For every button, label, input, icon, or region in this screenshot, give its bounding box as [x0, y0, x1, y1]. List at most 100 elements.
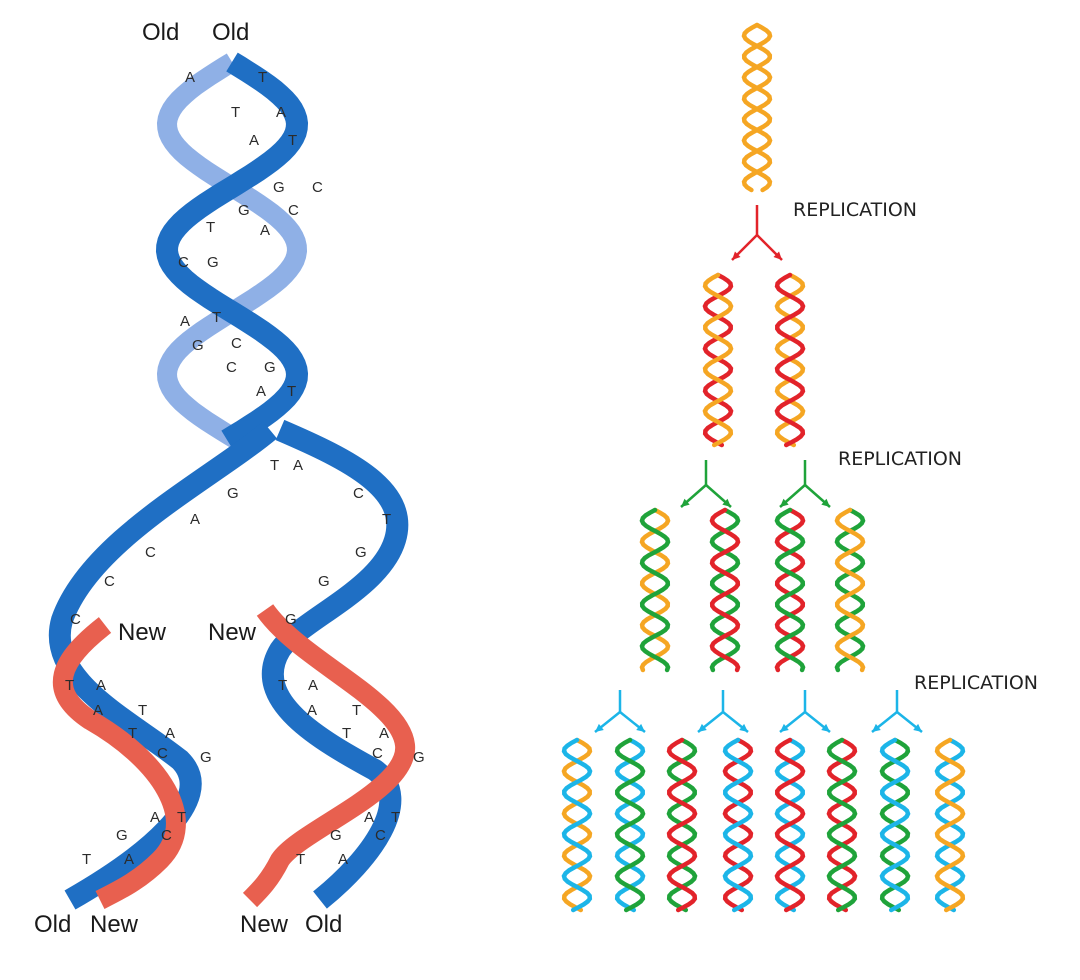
base-letter: G	[192, 337, 204, 354]
base-letter: C	[145, 544, 156, 561]
bottom-label-new-2: New	[240, 911, 289, 938]
base-letter: A	[364, 809, 374, 826]
base-letter: A	[180, 313, 190, 330]
base-letter: T	[206, 219, 215, 236]
helix-strand-b	[639, 507, 671, 673]
replication-generations-panel: REPLICATION REPLICATION REPLICATION	[561, 22, 1038, 913]
base-letter: C	[288, 202, 299, 219]
bottom-label-old-2: Old	[305, 911, 342, 938]
top-label-old-right: Old	[212, 19, 249, 46]
helix-strand-b	[614, 737, 646, 913]
replication-label-3: REPLICATION	[914, 672, 1038, 694]
base-letter: G	[413, 749, 425, 766]
arrow-head	[821, 723, 830, 732]
replication-label-1: REPLICATION	[793, 199, 917, 221]
replication-arrows	[594, 205, 923, 733]
base-letter: G	[273, 179, 285, 196]
base-letter: G	[227, 485, 239, 502]
base-letter: T	[352, 702, 361, 719]
base-letter: A	[96, 677, 106, 694]
base-letter: G	[116, 827, 128, 844]
base-letter: A	[190, 511, 200, 528]
base-letter: A	[249, 132, 259, 149]
base-letter: G	[200, 749, 212, 766]
arrow-head	[913, 723, 922, 732]
helix-strand-b	[834, 507, 866, 673]
base-letter: A	[256, 383, 266, 400]
helix-strand-b	[774, 272, 806, 448]
base-letter: A	[93, 702, 103, 719]
base-letter: T	[212, 309, 221, 326]
helix-strand-b	[879, 737, 911, 913]
arrow-head	[739, 723, 748, 732]
new-strand-right	[242, 603, 415, 908]
arrow-head	[780, 498, 789, 507]
base-letter: T	[231, 104, 240, 121]
bottom-label-new-1: New	[90, 911, 139, 938]
bottom-label-old-1: Old	[34, 911, 71, 938]
arrow-head	[681, 498, 690, 507]
helix-strand-b	[741, 22, 773, 193]
base-letter: T	[138, 702, 147, 719]
arrow-head	[636, 723, 645, 732]
arrow-head	[821, 498, 830, 507]
base-letter: T	[382, 511, 391, 528]
arrow-head	[698, 723, 707, 732]
base-letter: T	[177, 809, 186, 826]
base-letter: C	[178, 254, 189, 271]
base-letter: T	[270, 457, 279, 474]
base-letter: A	[276, 104, 286, 121]
old-strand-front	[155, 52, 309, 450]
base-letter: A	[338, 851, 348, 868]
base-letter: G	[238, 202, 250, 219]
helix-strand-b	[666, 737, 698, 913]
base-letter: T	[82, 851, 91, 868]
helix-strand-a	[834, 507, 866, 673]
base-letter: A	[307, 702, 317, 719]
base-letter: G	[318, 573, 330, 590]
base-letter: A	[165, 725, 175, 742]
arrow-head	[732, 251, 741, 260]
base-letter: G	[330, 827, 342, 844]
old-strand-right-branch	[262, 419, 409, 909]
base-letter: T	[278, 677, 287, 694]
base-letter: C	[375, 827, 386, 844]
arrow-head	[722, 498, 731, 507]
base-letter: C	[157, 745, 168, 762]
base-letter: C	[70, 611, 81, 628]
helix-strand-b	[702, 272, 734, 448]
base-letter: G	[264, 359, 276, 376]
base-letter: T	[391, 809, 400, 826]
arrow-head	[773, 251, 782, 260]
arrow-head	[595, 723, 604, 732]
helix-strand-b	[774, 507, 806, 673]
base-letter: G	[285, 611, 297, 628]
helix-strand-b	[561, 737, 593, 913]
helix-strand-b	[774, 737, 806, 913]
generation-helices	[561, 22, 966, 913]
arrow-head	[780, 723, 789, 732]
base-letter: C	[161, 827, 172, 844]
base-letter: A	[260, 222, 270, 239]
helix-strand-a	[741, 22, 773, 193]
base-letter: T	[342, 725, 351, 742]
base-letter: A	[293, 457, 303, 474]
base-letter: C	[353, 485, 364, 502]
base-letter: C	[226, 359, 237, 376]
base-letter: A	[124, 851, 134, 868]
base-letter: C	[104, 573, 115, 590]
top-label-old-left: Old	[142, 19, 179, 46]
replication-label-2: REPLICATION	[838, 448, 962, 470]
base-letter: A	[308, 677, 318, 694]
base-letter: G	[207, 254, 219, 271]
base-letter: T	[288, 132, 297, 149]
label-new-right: New	[208, 619, 257, 646]
base-letter: G	[355, 544, 367, 561]
base-letter: A	[150, 809, 160, 826]
helix-strand-b	[722, 737, 754, 913]
base-letter: C	[372, 745, 383, 762]
